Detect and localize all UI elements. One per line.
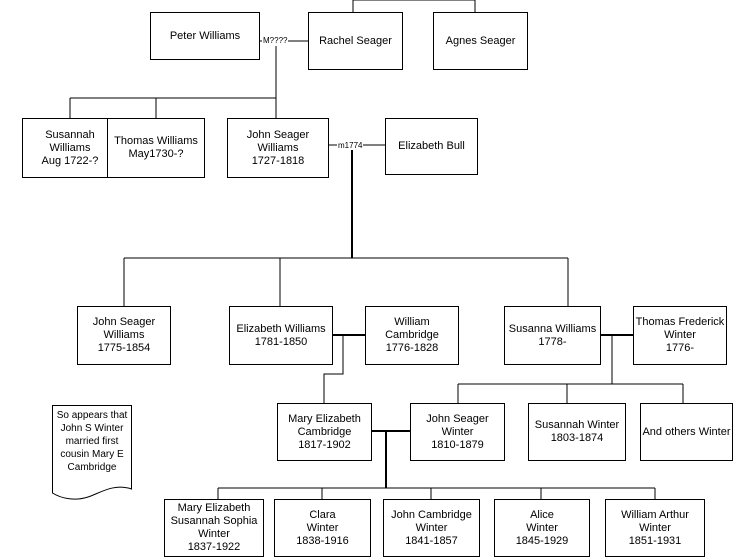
person-name: Susanna Williams [508,322,597,335]
person-rachel-seager[interactable]: Rachel Seager [308,12,403,70]
person-agnes-seager[interactable]: Agnes Seager [433,12,528,70]
person-surname: Winter [639,521,671,534]
person-name: William Arthur [621,508,689,521]
marriage-label: m1774 [337,141,364,150]
person-dates: 1817-1902 [298,438,351,451]
person-surname: Winter [526,521,558,534]
person-others-winter[interactable]: And others Winter [640,403,733,461]
person-surname: Williams [257,141,299,154]
person-name: Thomas Frederick [635,316,725,328]
person-dates: May1730-? [128,148,184,160]
person-dates: 1851-1931 [628,534,682,547]
person-surname: Winter [306,521,339,534]
person-dates: 1776- [665,342,695,354]
person-peter-williams[interactable]: Peter Williams [150,12,260,60]
person-elizabeth-williams[interactable]: Elizabeth Williams 1781-1850 [229,306,333,365]
person-name: Alice [530,508,554,521]
note-text: So appears that John S Winter married fi… [56,410,128,473]
person-mary-elizabeth-cambridge[interactable]: Mary Elizabeth Cambridge 1817-1902 [277,403,372,461]
person-susanna-williams[interactable]: Susanna Williams 1778- [504,306,601,365]
person-surname: Winter [415,521,448,534]
person-name: John Seager [246,128,310,141]
person-dates: 1781-1850 [254,335,308,348]
person-john-seager-williams-1727[interactable]: John Seager Williams 1727-1818 [227,118,329,178]
person-dates: 1841-1857 [405,534,458,547]
person-name: Mary Elizabeth [177,502,251,514]
person-surname: Williams [49,141,91,154]
person-thomas-frederick-winter[interactable]: Thomas Frederick Winter 1776- [633,306,727,365]
person-name: William [394,316,430,328]
person-name: John Cambridge [391,508,472,521]
person-clara-winter[interactable]: Clara Winter 1838-1916 [274,499,371,557]
person-surname: Winter [441,425,474,438]
person-name: Mary Elizabeth [288,412,361,425]
person-name: Peter Williams [169,29,241,42]
person-name: Elizabeth Bull [398,140,465,152]
person-thomas-williams[interactable]: Thomas Williams May1730-? [107,118,205,178]
person-dates: 1845-1929 [515,534,569,547]
person-mary-elizabeth-susannah-sophia-winter[interactable]: Mary Elizabeth Susannah Sophia Winter 18… [164,499,264,557]
person-dates: 1778- [538,335,567,348]
person-name: Susannah Winter [534,419,620,431]
person-john-seager-williams-1775[interactable]: John Seager Williams 1775-1854 [77,306,171,365]
person-surname: Cambridge [297,425,352,438]
person-name: Rachel Seager [319,34,392,47]
person-name: Clara [309,508,336,521]
marriage-label: M???? [262,36,289,45]
person-john-cambridge-winter[interactable]: John Cambridge Winter 1841-1857 [383,499,480,557]
person-surname: Winter [664,329,696,341]
person-susannah-winter[interactable]: Susannah Winter 1803-1874 [528,403,626,461]
person-alice-winter[interactable]: Alice Winter 1845-1929 [494,499,590,557]
person-dates: 1727-1818 [251,154,305,167]
person-dates: 1838-1916 [296,534,349,547]
note-document-shape [52,405,132,500]
person-name: And others Winter [642,425,731,438]
person-surname: Williams [103,329,145,341]
person-dates: 1837-1922 [187,541,241,553]
person-surname: Winter [198,528,230,540]
person-susannah-williams[interactable]: Susannah Williams Aug 1722-? [22,118,118,178]
person-surname: Cambridge [385,329,439,341]
person-name: Elizabeth Williams [236,322,326,335]
person-dates: 1775-1854 [97,342,151,354]
person-name: John Seager [92,316,156,328]
person-dates: Aug 1722-? [41,154,99,167]
person-name: Thomas Williams [114,135,198,147]
person-dates: 1810-1879 [431,438,484,451]
person-name: Agnes Seager [445,34,516,47]
person-john-seager-winter[interactable]: John Seager Winter 1810-1879 [410,403,505,461]
person-william-cambridge[interactable]: William Cambridge 1776-1828 [365,306,459,365]
person-elizabeth-bull[interactable]: Elizabeth Bull [385,118,478,175]
person-william-arthur-winter[interactable]: William Arthur Winter 1851-1931 [605,499,705,557]
person-dates: 1803-1874 [550,432,604,444]
person-dates: 1776-1828 [385,342,439,354]
person-middle-names: Susannah Sophia [170,515,258,527]
person-name: John Seager [426,412,489,425]
person-name: Susannah [45,128,95,141]
